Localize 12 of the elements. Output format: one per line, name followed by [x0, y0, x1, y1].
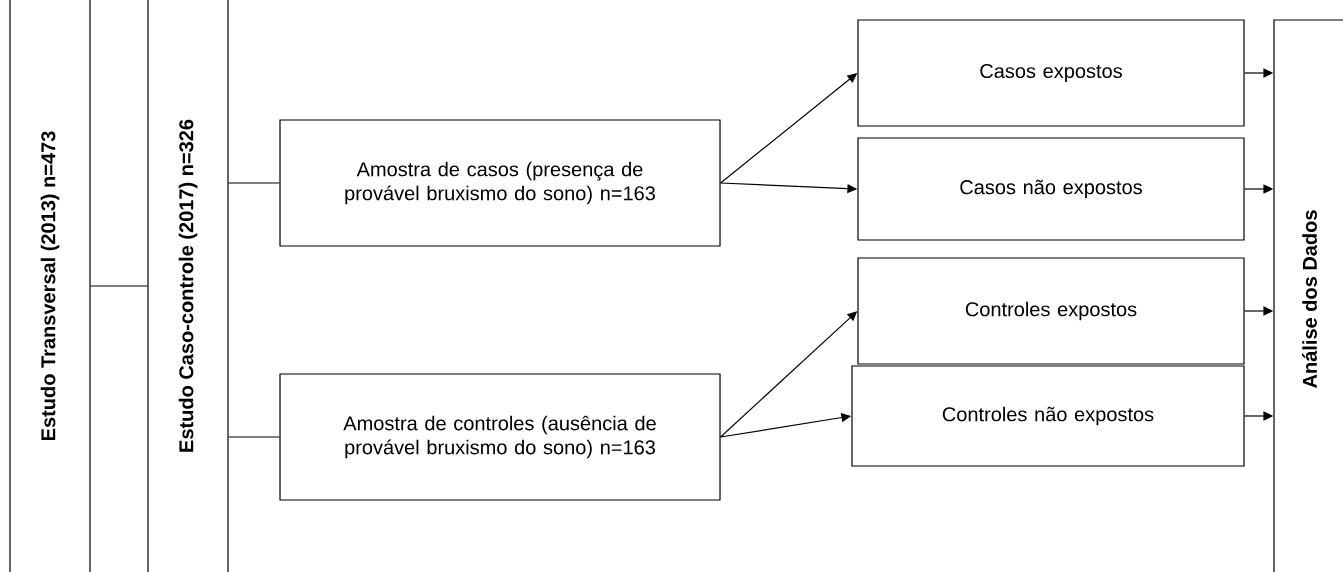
- connector-line: [228, 436, 280, 438]
- vertical-box: Estudo Caso-controle (2017) n=326: [147, 0, 229, 572]
- process-box: Casos não expostos: [857, 137, 1245, 241]
- process-box: Controles não expostos: [851, 365, 1245, 467]
- connector-line: [90, 285, 148, 287]
- process-box: Casos expostos: [857, 19, 1245, 127]
- vertical-box: Estudo Transversal (2013) n=473: [9, 0, 91, 572]
- vertical-box: Análise dos Dados: [1273, 19, 1343, 572]
- process-box: Amostra de controles (ausência de provável bruxismo do sono) n=163: [279, 373, 721, 501]
- process-box: Controles expostos: [857, 257, 1245, 365]
- connector-line: [228, 182, 280, 184]
- process-box: Amostra de casos (presença de provável bruxismo do sono) n=163: [279, 119, 721, 247]
